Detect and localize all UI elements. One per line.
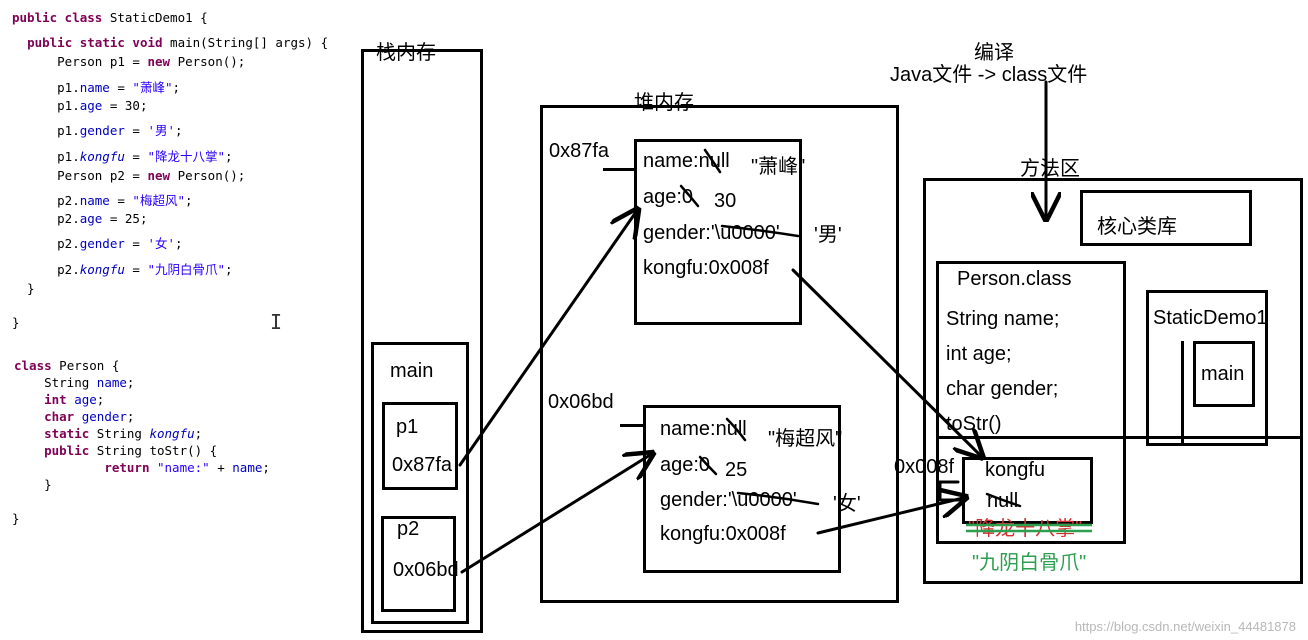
p1-address: 0x87fa (392, 454, 453, 476)
code-line: p1.gender = '男'; (12, 123, 183, 138)
obj2-name-field: name:null (660, 418, 747, 440)
obj1-name-value: "萧峰" (751, 156, 806, 178)
static-null-strike (985, 492, 1022, 508)
p2-label: p2 (397, 518, 420, 540)
obj1-gender-strike (720, 224, 800, 238)
staticdemo1-divider (1181, 341, 1184, 445)
obj2-age-strike (698, 455, 718, 476)
text-cursor-icon: I (270, 310, 283, 334)
code-line: class Person { (14, 358, 120, 373)
static-address-tick (938, 480, 964, 502)
code-line: Person p2 = new Person(); (12, 168, 246, 183)
watermark: https://blog.csdn.net/weixin_44481878 (1074, 619, 1296, 634)
staticdemo1-main-box (1193, 341, 1255, 407)
obj2-age-value: 25 (725, 459, 748, 481)
code-line: Person p1 = new Person(); (12, 54, 246, 69)
p2-reference-arrow (460, 455, 650, 574)
p1-label: p1 (396, 416, 419, 438)
staticdemo1-class-title: StaticDemo1 (1153, 307, 1268, 329)
code-line: public String toStr() { (44, 443, 218, 458)
code-line: p1.kongfu = "降龙十八掌"; (12, 149, 233, 164)
obj1-age-value: 30 (714, 190, 737, 212)
method-area-title: 方法区 (1020, 158, 1080, 180)
code-line: } (14, 477, 52, 492)
obj2-address-tick (620, 424, 644, 427)
obj1-null-strike (703, 148, 722, 174)
obj1-kongfu-field: kongfu:0x008f (643, 257, 769, 279)
obj2-null-strike (725, 417, 747, 442)
code-line: } (12, 281, 35, 296)
code-line: p2.name = "梅超风"; (12, 193, 193, 208)
obj2-gender-value: '女' (833, 493, 861, 515)
obj1-age-field: age:0 (643, 186, 694, 208)
code-line: p2.kongfu = "九阴白骨爪"; (12, 262, 233, 277)
heap-title: 堆内存 (634, 92, 694, 114)
code-line: p2.gender = '女'; (12, 236, 183, 251)
main-frame-box (371, 342, 469, 624)
core-library-box (1080, 190, 1252, 246)
code-line: p1.age = 30; (12, 98, 148, 113)
core-library-label: 核心类库 (1097, 216, 1177, 238)
code-line: } (12, 315, 20, 330)
obj1-kongfu-arrow (791, 268, 980, 455)
stack-memory-box (361, 49, 483, 633)
obj2-kongfu-field: kongfu:0x008f (660, 523, 786, 545)
static-area-divider (936, 436, 1302, 439)
obj2-age-field: age:0 (660, 454, 711, 476)
code-line: } (12, 511, 20, 526)
person-object-2 (643, 405, 841, 573)
p1-variable-box (382, 402, 458, 490)
obj2-kongfu-arrow (816, 498, 963, 535)
method-area-box (923, 178, 1303, 584)
staticdemo1-class-box (1146, 290, 1268, 446)
code-line: p1.name = "萧峰"; (12, 80, 181, 95)
person-class-member: char gender; (946, 378, 1059, 400)
code-line: return "name:" + name; (104, 460, 270, 475)
p2-variable-box (381, 516, 456, 612)
obj2-gender-strike (736, 491, 820, 506)
person-class-member: int age; (946, 343, 1012, 365)
obj1-address-tick (603, 168, 635, 171)
code-line: int age; (44, 392, 105, 407)
static-kongfu-new-value: "九阴白骨爪" (972, 552, 1087, 574)
staticdemo1-main-label: main (1201, 363, 1245, 385)
code-line: char gender; (44, 409, 135, 424)
p1-reference-arrow (458, 212, 636, 467)
static-area-address: 0x008f (894, 456, 955, 478)
person-class-title: Person.class (957, 268, 1072, 290)
main-frame-label: main (390, 360, 434, 382)
obj1-address: 0x87fa (549, 140, 610, 162)
obj1-gender-value: '男' (814, 224, 842, 246)
static-kongfu-field: kongfu (985, 459, 1046, 481)
person-class-box (936, 261, 1126, 544)
compile-subtitle: Java文件 -> class文件 (890, 64, 1088, 86)
obj1-age-strike (679, 184, 700, 208)
static-kongfu-old-value: "降龙十八掌" (968, 518, 1083, 540)
heap-memory-box (540, 105, 899, 603)
code-line: public static void main(String[] args) { (27, 35, 329, 50)
obj2-name-value: "梅超风" (768, 428, 843, 450)
p2-address: 0x06bd (393, 559, 459, 581)
stack-title: 栈内存 (376, 42, 436, 64)
obj2-address: 0x06bd (548, 391, 614, 413)
code-line: String name; (14, 375, 135, 390)
person-class-member: String name; (946, 308, 1060, 330)
code-line: p2.age = 25; (12, 211, 148, 226)
code-panel: public class StaticDemo1 { public static… (0, 0, 360, 640)
code-line: static String kongfu; (44, 426, 203, 441)
compile-label: 编译 (974, 42, 1014, 64)
code-line: public class StaticDemo1 { (12, 10, 208, 25)
